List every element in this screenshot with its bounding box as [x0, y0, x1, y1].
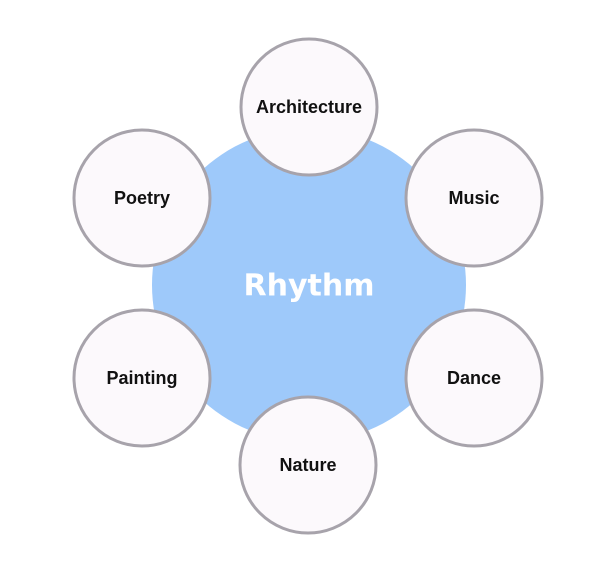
node-painting: Painting	[72, 308, 212, 448]
node-music: Music	[404, 128, 544, 268]
node-label: Dance	[447, 368, 501, 388]
node-circle	[72, 128, 212, 268]
node-dance: Dance	[404, 308, 544, 448]
node-circle	[239, 37, 379, 177]
node-label: Poetry	[114, 188, 170, 208]
node-circle	[238, 395, 378, 535]
node-nature: Nature	[238, 395, 378, 535]
node-circle	[404, 128, 544, 268]
center-circle	[152, 128, 466, 442]
node-poetry: Poetry	[72, 128, 212, 268]
node-architecture: Architecture	[239, 37, 379, 177]
node-label: Architecture	[256, 97, 362, 117]
node-circle	[72, 308, 212, 448]
node-label: Nature	[279, 455, 336, 475]
center-label: Rhythm	[244, 269, 375, 304]
node-label: Music	[448, 188, 499, 208]
node-label: Painting	[107, 368, 178, 388]
node-circle	[404, 308, 544, 448]
